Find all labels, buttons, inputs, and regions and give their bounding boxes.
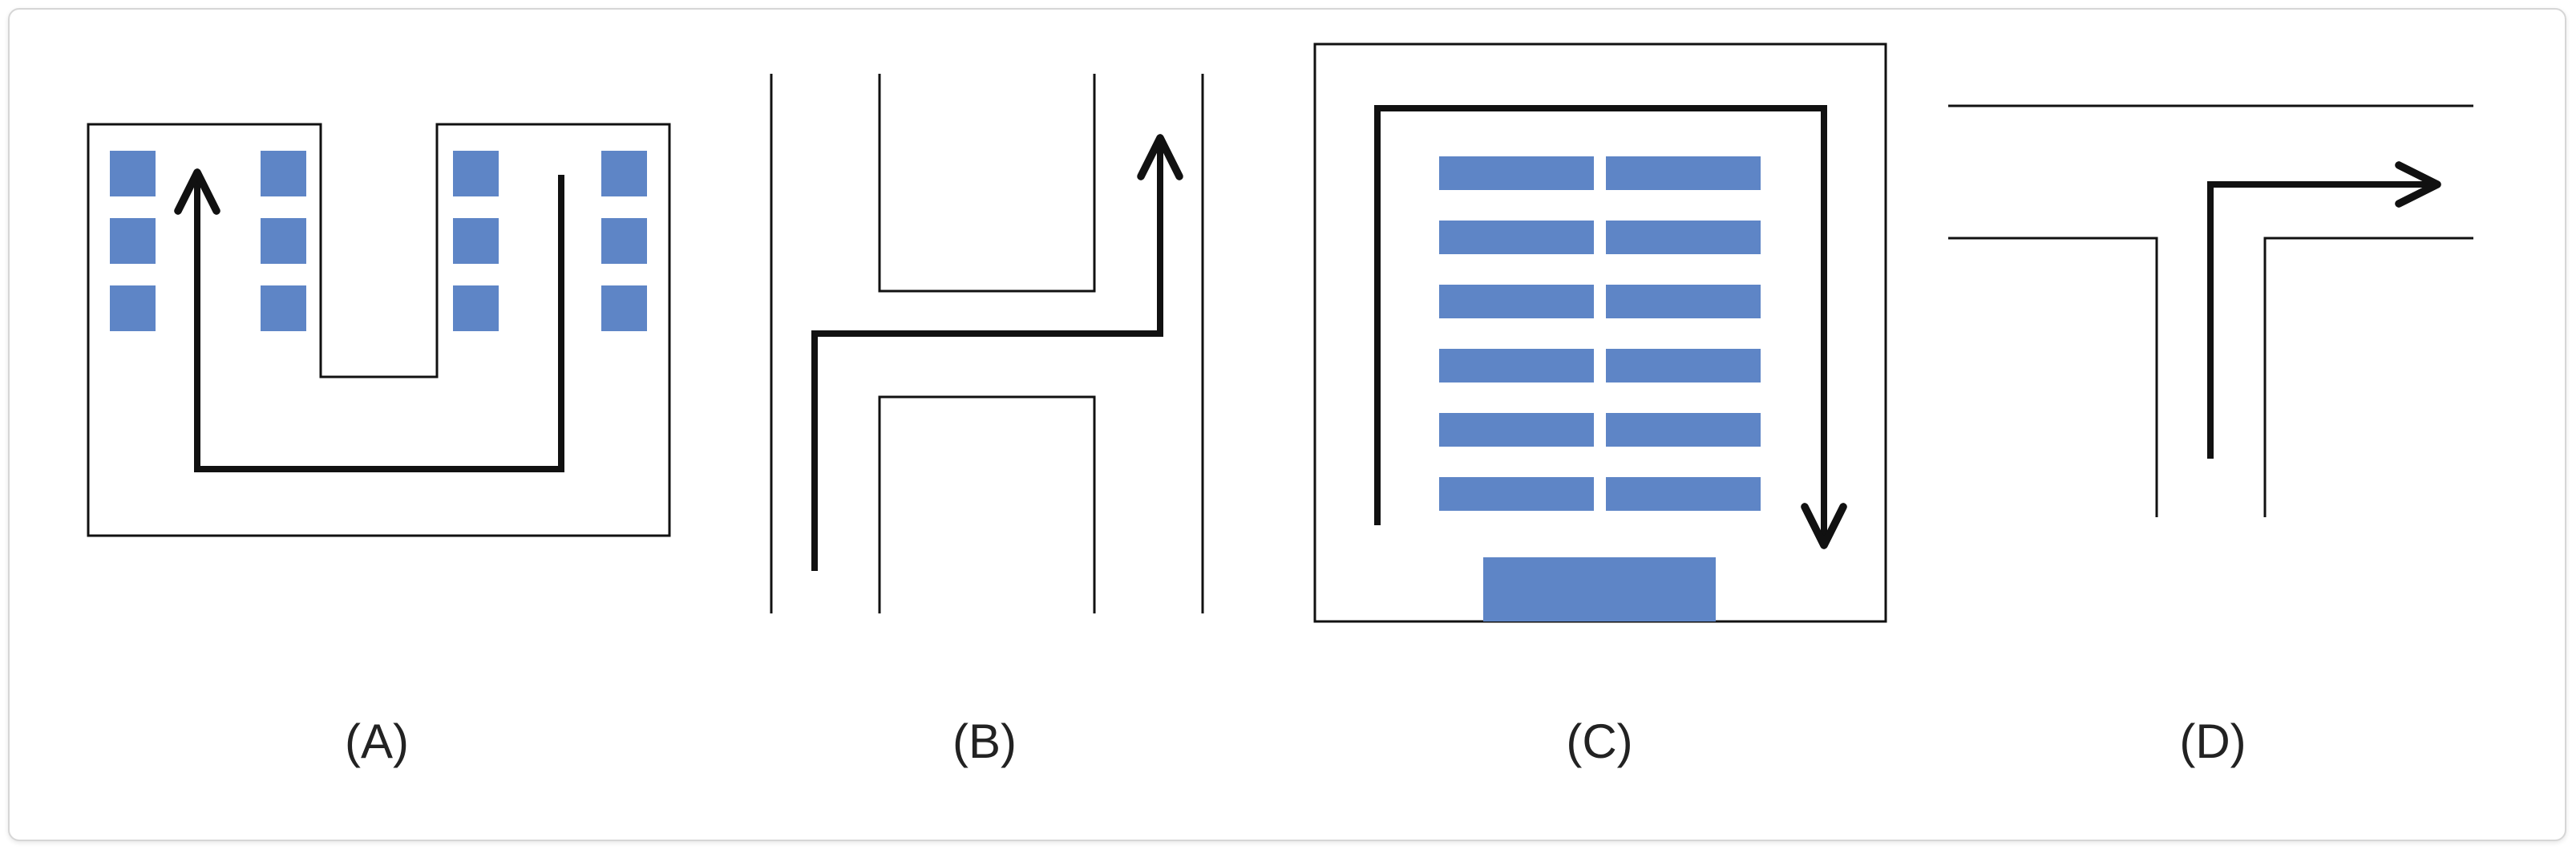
block <box>601 218 647 264</box>
row-block <box>1439 156 1594 190</box>
row-block <box>1606 477 1761 511</box>
panel-b-route-arrow <box>811 134 1183 571</box>
row-block <box>1439 477 1594 511</box>
row-block <box>1439 349 1594 382</box>
row-block <box>1606 285 1761 318</box>
block <box>261 151 306 196</box>
block <box>453 218 499 264</box>
panel-b-caption: (B) <box>952 714 1017 768</box>
panel-a-blocks <box>110 151 647 331</box>
panel-b-lower-block <box>878 395 1096 613</box>
panel-b <box>770 74 1204 613</box>
panel-a-route-arrow <box>174 168 564 472</box>
block <box>601 285 647 331</box>
panel-a: (A) <box>87 123 671 768</box>
panel-d-route-arrow <box>2207 161 2441 459</box>
row-block <box>1439 413 1594 447</box>
panel-c-rows <box>1439 156 1761 621</box>
block <box>261 218 306 264</box>
row-block <box>1606 221 1761 254</box>
panel-d-right-wall <box>2263 237 2473 517</box>
block <box>110 218 156 264</box>
block <box>110 285 156 331</box>
row-block <box>1439 285 1594 318</box>
figure-frame <box>8 8 2566 841</box>
block <box>453 151 499 196</box>
panel-a-u-outline <box>87 123 671 537</box>
block <box>453 285 499 331</box>
panel-a-caption: (A) <box>345 714 409 768</box>
row-block <box>1606 156 1761 190</box>
panel-c-boundary <box>1313 42 1887 623</box>
panel-d-left-wall <box>1948 237 2158 517</box>
panel-d-caption: (D) <box>2179 714 2246 768</box>
block <box>601 151 647 196</box>
row-block <box>1606 413 1761 447</box>
row-block <box>1439 221 1594 254</box>
row-block <box>1606 349 1761 382</box>
panel-c-route-arrow <box>1374 105 1847 549</box>
block <box>110 151 156 196</box>
panel-c-caption: (C) <box>1566 714 1632 768</box>
panel-d <box>1948 104 2473 517</box>
entrance-block <box>1483 557 1716 621</box>
panel-b-upper-block <box>878 74 1096 293</box>
panel-c: (C) <box>1313 42 1887 768</box>
block <box>261 285 306 331</box>
